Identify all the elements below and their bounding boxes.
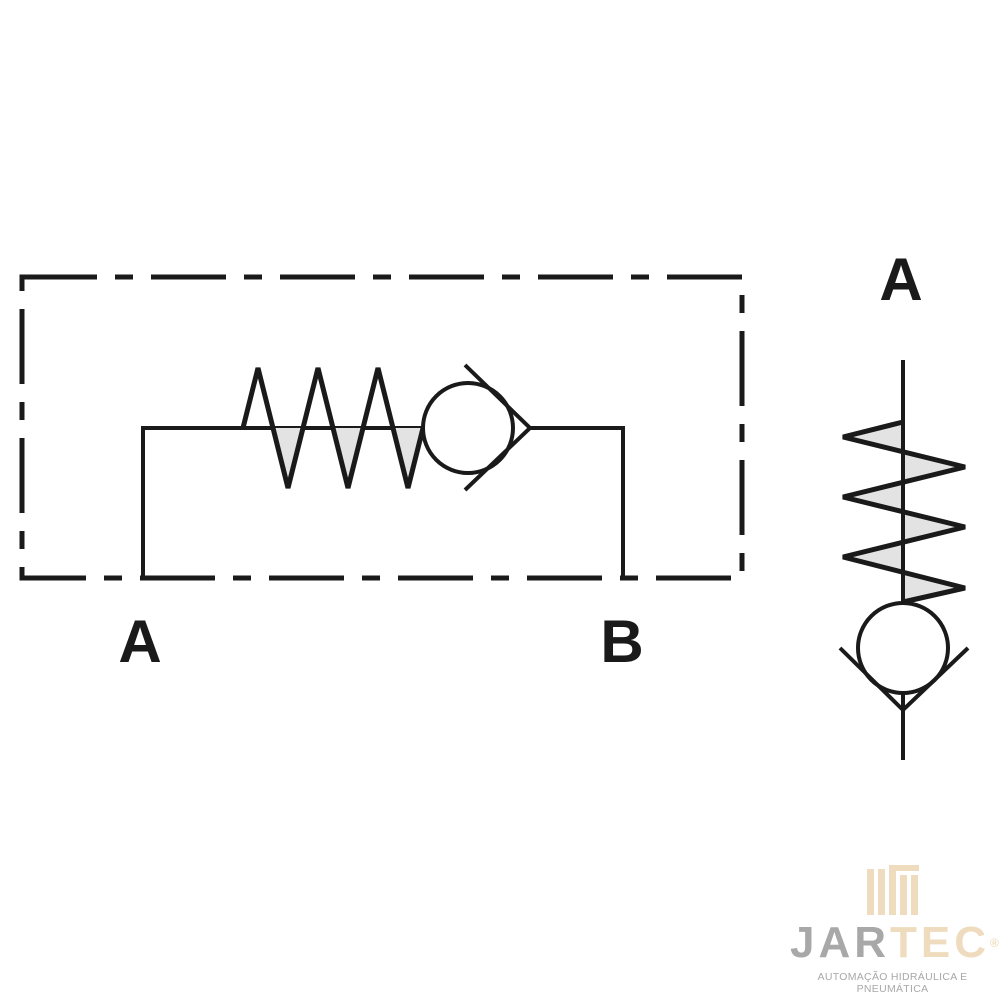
jartec-logo-mark-icon [866,865,919,915]
flow-line-b [530,426,625,578]
port-label-a-vertical: A [879,246,922,313]
spring-vertical [842,419,966,605]
logo-tagline: AUTOMAÇÃO HIDRÁULICA E PNEUMÁTICA [817,971,968,995]
port-label-a: A [118,608,161,675]
check-ball-horizontal [421,381,515,475]
check-ball-vertical [856,601,950,695]
logo-name-part1: JAR [790,918,891,967]
spring-fill [243,428,423,488]
logo-name-part2: TEC [890,918,991,967]
valve-seat-vertical [838,646,970,713]
port-label-b: B [600,608,643,675]
valve-seat-horizontal [463,363,533,492]
pilot-enclosure-dashed [19,274,745,581]
flow-line-a [141,426,243,578]
registered-mark: ® [990,936,1000,950]
logo-wordmark: JARTEC® [790,918,999,967]
jartec-logo: JARTEC® AUTOMAÇÃO HIDRÁULICA E PNEUMÁTIC… [790,865,999,995]
spring-horizontal [240,367,426,489]
